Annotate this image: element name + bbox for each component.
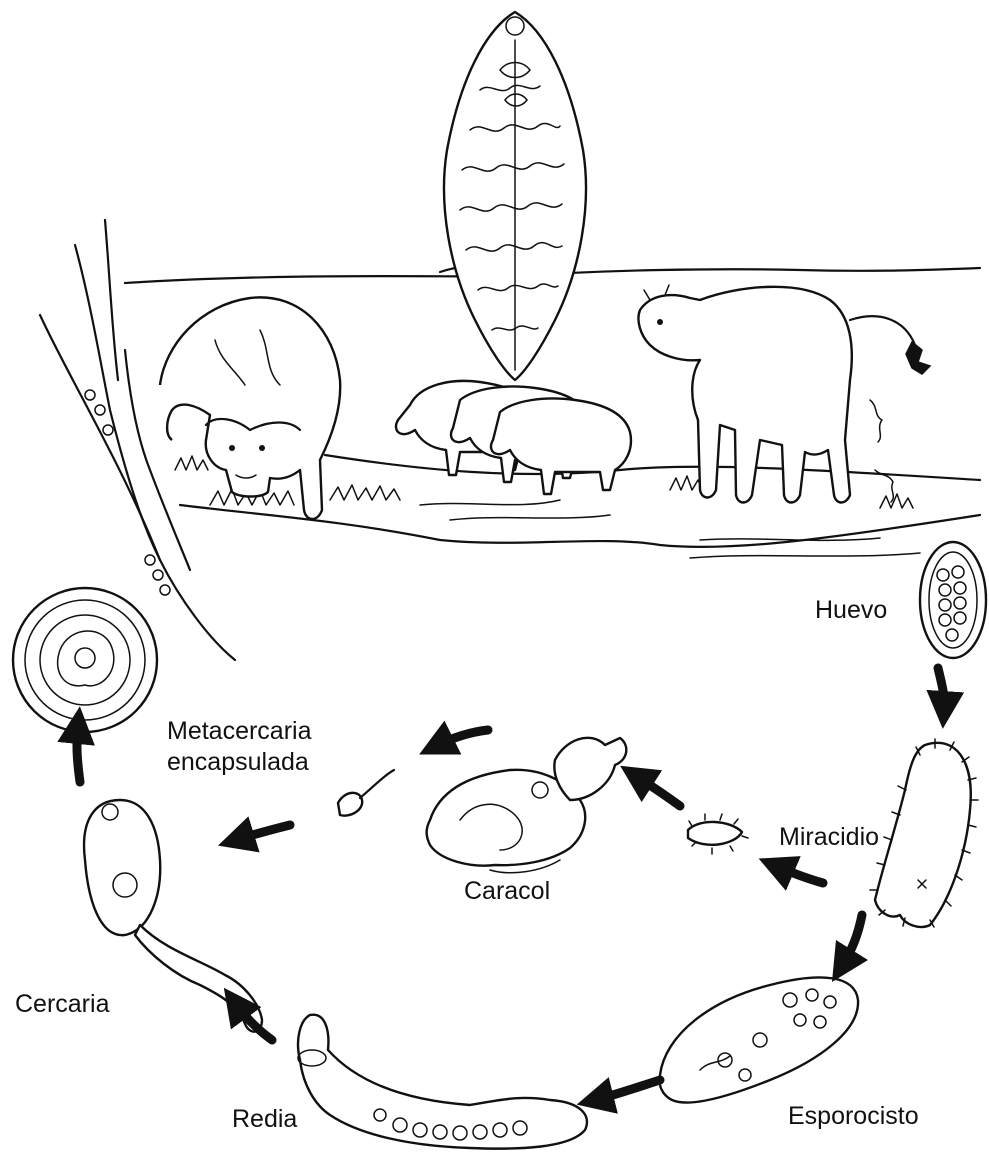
standing-cow-right	[638, 285, 930, 503]
grazing-sheep	[396, 381, 631, 494]
grazing-cow-left	[160, 297, 340, 519]
label-caracol: Caracol	[464, 876, 550, 906]
sporocyst-illustration	[660, 977, 859, 1102]
label-metacercaria-line2: encapsulada	[167, 747, 309, 777]
label-cercaria: Cercaria	[15, 989, 109, 1019]
label-metacercaria-line1: Metacercaria	[167, 716, 312, 746]
label-esporocisto: Esporocisto	[788, 1101, 919, 1131]
small-cercaria-illustration	[338, 770, 394, 816]
egg-illustration	[920, 542, 986, 658]
cercaria-illustration	[84, 800, 262, 1032]
label-huevo: Huevo	[815, 595, 887, 625]
label-miracidio: Miracidio	[779, 822, 879, 852]
label-redia: Redia	[232, 1104, 297, 1134]
miracidium-illustration	[870, 739, 978, 927]
small-miracidium-illustration	[688, 814, 748, 854]
metacercaria-cyst-illustration	[13, 588, 157, 732]
snail-illustration	[427, 738, 627, 873]
adult-fluke-illustration	[444, 12, 586, 380]
redia-illustration	[298, 1015, 587, 1149]
